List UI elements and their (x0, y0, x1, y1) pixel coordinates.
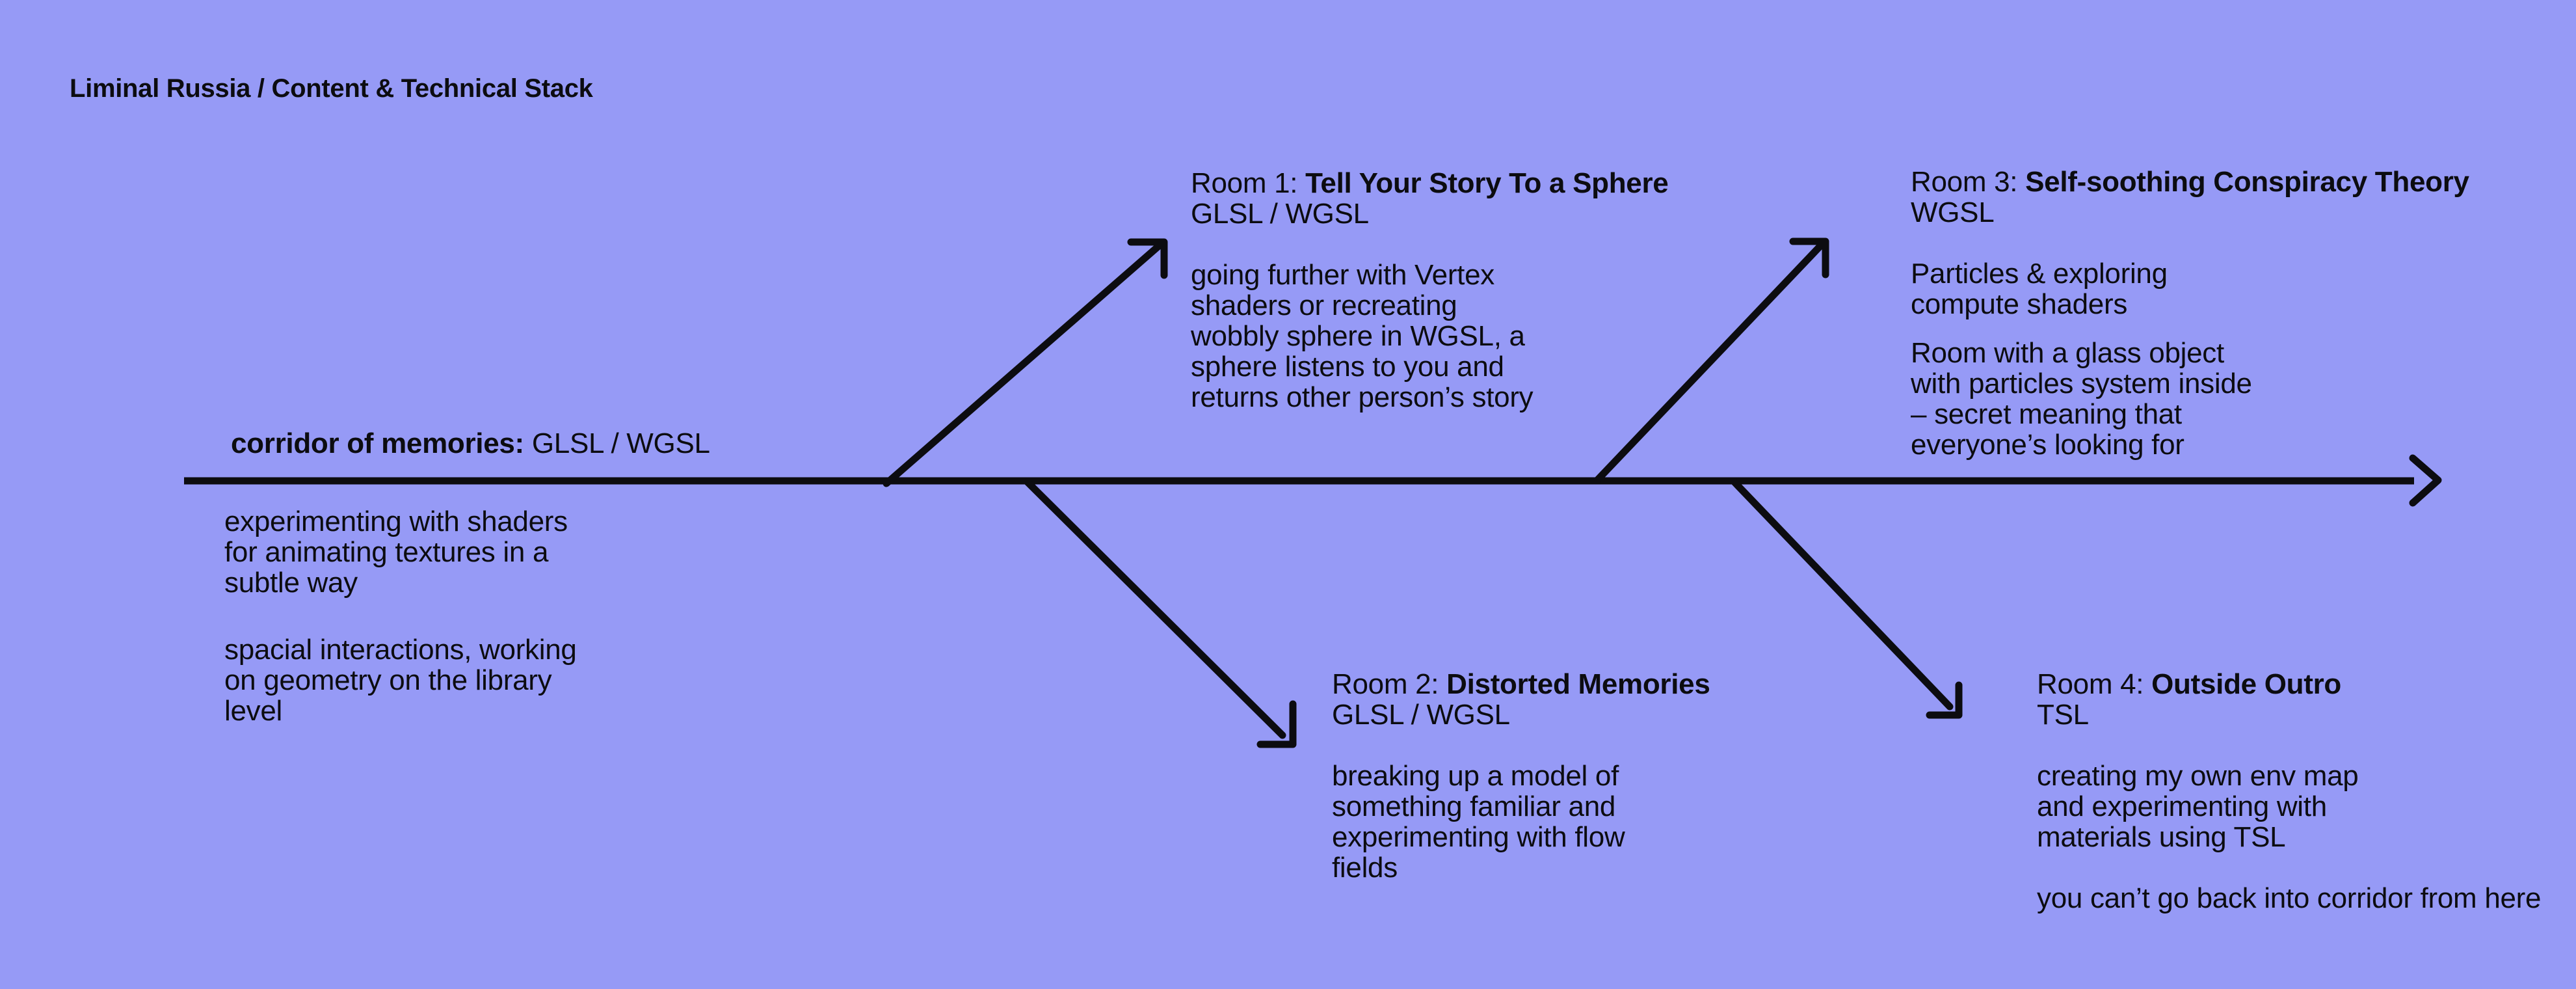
corridor-paragraph: experimenting with shaders for animating… (224, 506, 568, 599)
room-2-name: Distorted Memories (1446, 668, 1710, 700)
room-4-prefix: Room 4: (2037, 668, 2152, 700)
room-1-title: Room 1: Tell Your Story To a Sphere (1191, 167, 1669, 199)
corridor-paragraph: spacial interactions, working on geometr… (224, 634, 577, 727)
room-2-paragraph: breaking up a model of something familia… (1332, 760, 1625, 884)
branch-arrowhead-room-1-icon (1127, 238, 1168, 279)
branch-arrowhead-room-4-icon (1926, 681, 1963, 719)
room-2-prefix: Room 2: (1332, 668, 1447, 700)
room-3-prefix: Room 3: (1911, 166, 2026, 198)
room-3-tech: WGSL (1911, 196, 1995, 228)
room-3-description: Particles & exploring compute shaders Ro… (1911, 258, 2469, 460)
branch-line-room-4 (1731, 478, 1954, 711)
branch-arrowhead-room-3-icon (1789, 237, 1829, 278)
room-4-block: Room 4: Outside Outro TSL creating my ow… (2037, 669, 2542, 914)
branch-line-room-3 (1593, 241, 1825, 485)
room-4-name: Outside Outro (2151, 668, 2342, 700)
room-4-paragraph: you can’t go back into corridor from her… (2037, 882, 2542, 914)
room-3-paragraph: Particles & exploring compute shaders (1911, 258, 2168, 320)
room-4-paragraph: creating my own env map and experimentin… (2037, 760, 2359, 853)
room-2-block: Room 2: Distorted Memories GLSL / WGSL b… (1332, 669, 1710, 883)
room-4-tech: TSL (2037, 699, 2089, 731)
room-1-tech: GLSL / WGSL (1191, 198, 1369, 230)
corridor-description: experimenting with shaders for animating… (224, 506, 577, 726)
room-2-description: breaking up a model of something familia… (1332, 761, 1710, 883)
branch-arrowhead-room-2-icon (1256, 700, 1297, 748)
room-4-description: creating my own env map and experimentin… (2037, 760, 2542, 914)
room-1-prefix: Room 1: (1191, 167, 1306, 199)
room-2-tech: GLSL / WGSL (1332, 699, 1510, 731)
page-title: Liminal Russia / Content & Technical Sta… (70, 74, 593, 103)
corridor-label-tech: GLSL / WGSL (524, 427, 710, 459)
room-2-title: Room 2: Distorted Memories (1332, 669, 1710, 699)
timeline-axis-arrowhead-icon (2409, 454, 2442, 507)
room-1-paragraph: going further with Vertex shaders or rec… (1191, 259, 1534, 413)
branch-line-room-2 (1024, 478, 1286, 739)
room-1-name: Tell Your Story To a Sphere (1305, 167, 1669, 199)
room-1-block: Room 1: Tell Your Story To a Sphere GLSL… (1191, 167, 1669, 413)
room-3-title: Room 3: Self-soothing Conspiracy Theory (1911, 167, 2469, 197)
room-4-title: Room 4: Outside Outro (2037, 669, 2541, 699)
branch-line-room-1 (883, 241, 1163, 487)
corridor-label-name: corridor of memories: (231, 427, 524, 459)
room-3-name: Self-soothing Conspiracy Theory (2025, 166, 2469, 198)
room-3-paragraph: Room with a glass object with particles … (1911, 337, 2252, 461)
room-3-block: Room 3: Self-soothing Conspiracy Theory … (1911, 167, 2469, 460)
room-1-description: going further with Vertex shaders or rec… (1191, 260, 1668, 413)
corridor-label: corridor of memories: GLSL / WGSL (231, 428, 710, 459)
